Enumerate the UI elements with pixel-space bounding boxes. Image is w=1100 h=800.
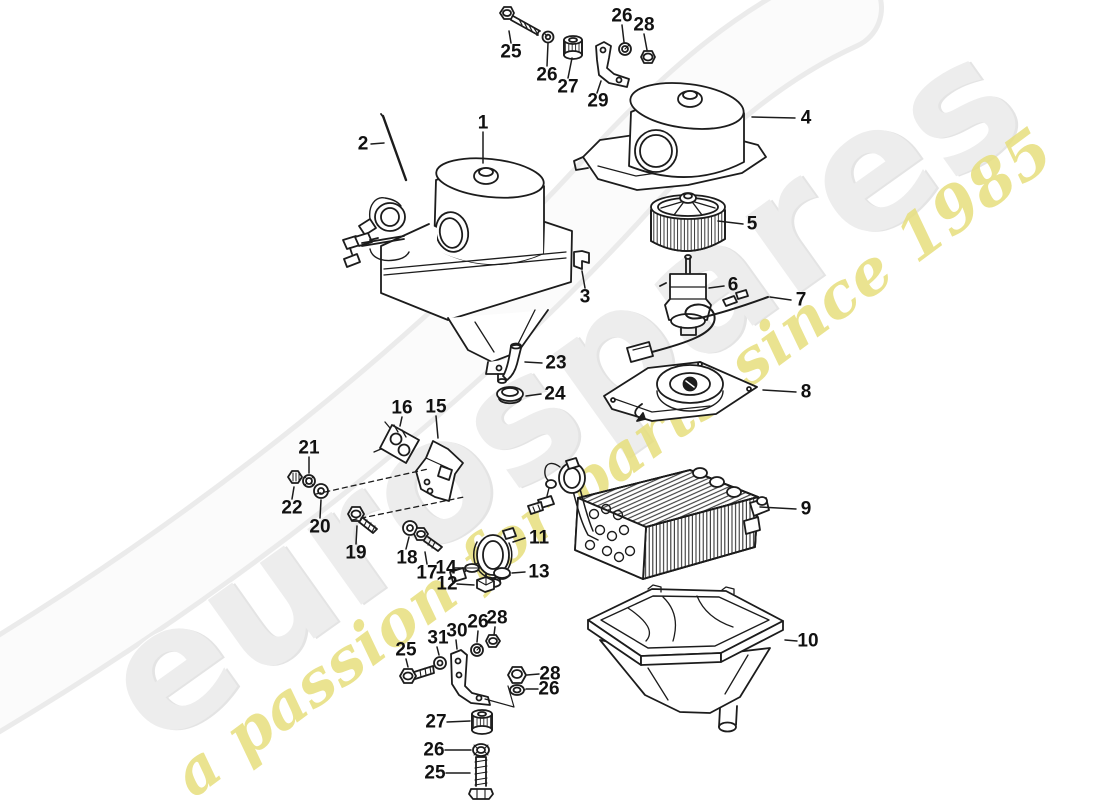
part-8-fan-housing-plate[interactable] <box>603 361 758 422</box>
part-17-bolt[interactable] <box>413 527 443 552</box>
part-number-label[interactable]: 6 <box>727 274 739 296</box>
bracket-pointer-line <box>484 685 515 708</box>
part-26-washer-top[interactable] <box>541 30 555 44</box>
part-2-rod[interactable] <box>380 113 408 182</box>
part-number-label[interactable]: 1 <box>477 112 489 134</box>
part-28-nut-bottom2[interactable] <box>507 666 527 684</box>
part-number-label[interactable]: 19 <box>345 542 367 564</box>
part-26-lockwasher-bottom3[interactable] <box>472 743 490 757</box>
part-number-label[interactable]: 26 <box>538 678 560 700</box>
part-28-nut-bottom1[interactable] <box>485 634 501 648</box>
part-29-bracket-top[interactable] <box>595 41 630 88</box>
part-19-bolt[interactable] <box>347 506 378 534</box>
part-number-label[interactable]: 7 <box>795 289 807 311</box>
part-28-nut-top[interactable] <box>640 50 656 64</box>
part-number-label[interactable]: 28 <box>633 14 655 36</box>
part-number-label[interactable]: 5 <box>746 213 758 235</box>
part-9-evaporator-core[interactable] <box>502 457 770 580</box>
part-5-blower-wheel[interactable] <box>650 192 726 252</box>
part-23-drain-hose[interactable] <box>502 342 522 381</box>
part-31-washer[interactable] <box>433 656 447 670</box>
part-number-label[interactable]: 11 <box>528 527 550 549</box>
part-number-label[interactable]: 26 <box>423 739 445 761</box>
part-number-label[interactable]: 8 <box>800 381 812 403</box>
part-12-nut[interactable] <box>476 576 495 593</box>
leader-lines <box>291 24 798 774</box>
part-26-lockwasher-bottom1[interactable] <box>470 643 484 657</box>
part-number-label[interactable]: 26 <box>611 5 633 27</box>
part-number-label[interactable]: 25 <box>395 639 417 661</box>
part-25-bolt-bottom2[interactable] <box>468 756 494 800</box>
part-14-washer[interactable] <box>464 563 480 573</box>
part-number-label[interactable]: 31 <box>427 627 449 649</box>
part-26-lockwasher-top[interactable] <box>618 42 632 56</box>
part-10-air-distribution-box[interactable] <box>587 584 784 733</box>
part-27-spacer-top[interactable] <box>563 35 583 60</box>
part-number-label[interactable]: 25 <box>424 762 446 784</box>
part-number-label[interactable]: 14 <box>435 557 457 579</box>
part-13-cap[interactable] <box>493 567 511 580</box>
part-number-label[interactable]: 13 <box>528 561 550 583</box>
part-4-blower-housing[interactable] <box>573 77 767 191</box>
part-number-label[interactable]: 28 <box>539 663 561 685</box>
part-number-label[interactable]: 26 <box>536 64 558 86</box>
part-21-lockwasher[interactable] <box>302 474 316 488</box>
part-number-label[interactable]: 24 <box>544 383 566 405</box>
part-number-label[interactable]: 18 <box>396 547 418 569</box>
part-number-label[interactable]: 23 <box>545 352 567 374</box>
part-27-spacer-bottom[interactable] <box>471 709 493 735</box>
part-16-blower-resistor[interactable] <box>373 421 420 464</box>
part-number-label[interactable]: 29 <box>587 90 609 112</box>
part-number-label[interactable]: 25 <box>500 41 522 63</box>
part-15-mounting-bracket[interactable] <box>415 440 464 502</box>
part-1-heater-blower-assembly[interactable] <box>342 153 573 384</box>
part-25-bolt-bottom-left[interactable] <box>399 665 435 684</box>
part-7-wiring-harness[interactable] <box>626 289 769 363</box>
part-number-label[interactable]: 15 <box>425 396 447 418</box>
part-number-label[interactable]: 22 <box>281 497 303 519</box>
part-number-label[interactable]: 28 <box>486 607 508 629</box>
part-number-label[interactable]: 4 <box>800 107 812 129</box>
part-number-label[interactable]: 26 <box>467 611 489 633</box>
part-22-nut[interactable] <box>287 470 303 484</box>
part-number-label[interactable]: 2 <box>357 133 369 155</box>
part-number-label[interactable]: 27 <box>557 76 579 98</box>
part-number-label[interactable]: 9 <box>800 498 812 520</box>
part-number-label[interactable]: 3 <box>579 286 591 308</box>
part-number-label[interactable]: 21 <box>298 437 320 459</box>
bracket-alignment-dashes <box>315 468 465 521</box>
part-number-label[interactable]: 10 <box>797 630 819 652</box>
part-number-label[interactable]: 16 <box>391 397 413 419</box>
part-number-label[interactable]: 17 <box>416 562 438 584</box>
part-11-hose-flange[interactable] <box>449 527 517 588</box>
part-number-label[interactable]: 27 <box>425 711 447 733</box>
part-6-blower-motor[interactable] <box>659 254 712 336</box>
part-30-bracket[interactable] <box>450 649 491 706</box>
part-number-label[interactable]: 12 <box>436 573 458 595</box>
part-3-clip[interactable] <box>573 250 590 270</box>
part-25-bolt-top[interactable] <box>499 6 541 36</box>
part-26-lockwasher-bottom2[interactable] <box>509 684 526 696</box>
part-24-grommet[interactable] <box>496 386 524 405</box>
part-number-label[interactable]: 20 <box>309 516 331 538</box>
part-number-label[interactable]: 30 <box>446 620 468 642</box>
